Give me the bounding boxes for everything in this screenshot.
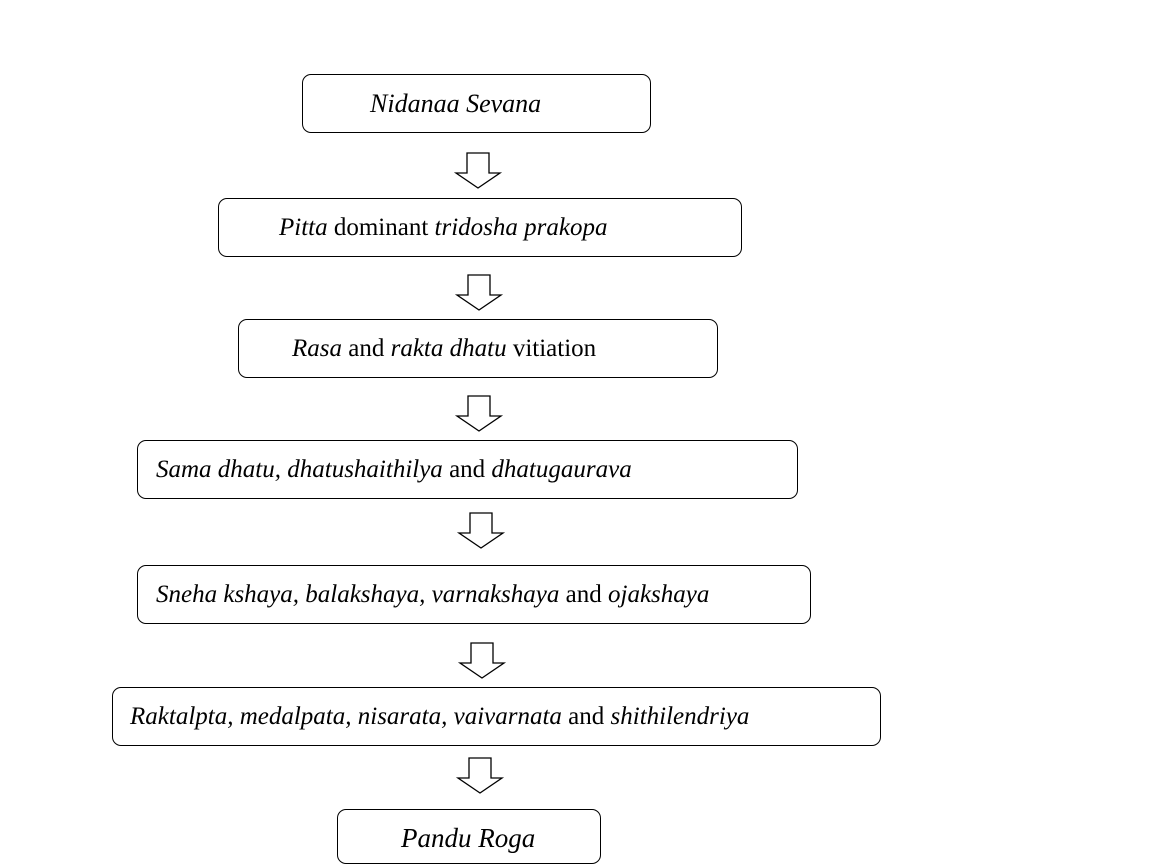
step-label: Pitta dominant tridosha prakopa	[279, 215, 607, 240]
step-text-segment: and	[342, 335, 391, 362]
step-dhatu-vitiation-box: Rasa and rakta dhatu vitiation	[238, 319, 718, 378]
down-arrow-shape	[454, 395, 504, 432]
down-arrow-icon	[454, 395, 504, 433]
step-text-segment: and	[559, 581, 608, 608]
step-sama-dhatu-box: Sama dhatu, dhatushaithilya and dhatugau…	[137, 440, 798, 499]
step-text-segment: Raktalpta, medalpata, nisarata, vaivarna…	[130, 703, 562, 730]
step-text-segment: tridosha prakopa	[434, 214, 608, 241]
step-text-segment: Pandu Roga	[401, 823, 536, 853]
step-label: Raktalpta, medalpata, nisarata, vaivarna…	[130, 704, 749, 729]
down-arrow-shape	[453, 152, 503, 189]
step-label: Sama dhatu, dhatushaithilya and dhatugau…	[156, 457, 632, 482]
down-arrow-outline	[454, 395, 504, 432]
step-text-segment: Sneha kshaya, balakshaya, varnakshaya	[156, 581, 560, 608]
step-pandu-roga-box: Pandu Roga	[337, 809, 601, 864]
step-label: Pandu Roga	[401, 825, 535, 852]
down-arrow-outline	[455, 757, 505, 794]
step-text-segment: shithilendriya	[610, 703, 750, 730]
down-arrow-icon	[454, 274, 504, 312]
step-text-segment: vitiation	[506, 335, 597, 362]
step-text-segment: Nidanaa Sevana	[370, 88, 542, 118]
step-nidana-sevana-box: Nidanaa Sevana	[302, 74, 651, 133]
down-arrow-outline	[454, 274, 504, 311]
step-text-segment: dominant	[327, 214, 435, 241]
down-arrow-outline	[453, 152, 503, 189]
step-text-segment: Sama dhatu, dhatushaithilya	[156, 456, 443, 483]
step-label: Sneha kshaya, balakshaya, varnakshaya an…	[156, 582, 709, 607]
down-arrow-icon	[455, 757, 505, 795]
step-symptoms-box: Raktalpta, medalpata, nisarata, vaivarna…	[112, 687, 881, 746]
step-label: Nidanaa Sevana	[370, 88, 542, 118]
step-label: Rasa and rakta dhatu vitiation	[292, 336, 596, 361]
down-arrow-shape	[457, 642, 507, 679]
down-arrow-outline	[457, 642, 507, 679]
step-text-segment: Pitta	[279, 214, 328, 241]
down-arrow-icon	[456, 512, 506, 550]
step-text-segment: and	[561, 703, 611, 730]
step-kshaya-box: Sneha kshaya, balakshaya, varnakshaya an…	[137, 565, 811, 624]
down-arrow-icon	[453, 152, 503, 190]
step-text-segment: rakta dhatu	[390, 335, 507, 362]
step-tridosha-prakopa-box: Pitta dominant tridosha prakopa	[218, 198, 742, 257]
down-arrow-outline	[456, 512, 506, 549]
step-text-segment: ojakshaya	[608, 581, 710, 608]
down-arrow-shape	[456, 512, 506, 549]
step-text-segment: and	[442, 456, 492, 483]
step-text-segment: dhatugaurava	[491, 456, 632, 483]
down-arrow-shape	[454, 274, 504, 311]
down-arrow-icon	[457, 642, 507, 680]
step-text-segment: Rasa	[292, 335, 342, 362]
down-arrow-shape	[455, 757, 505, 794]
